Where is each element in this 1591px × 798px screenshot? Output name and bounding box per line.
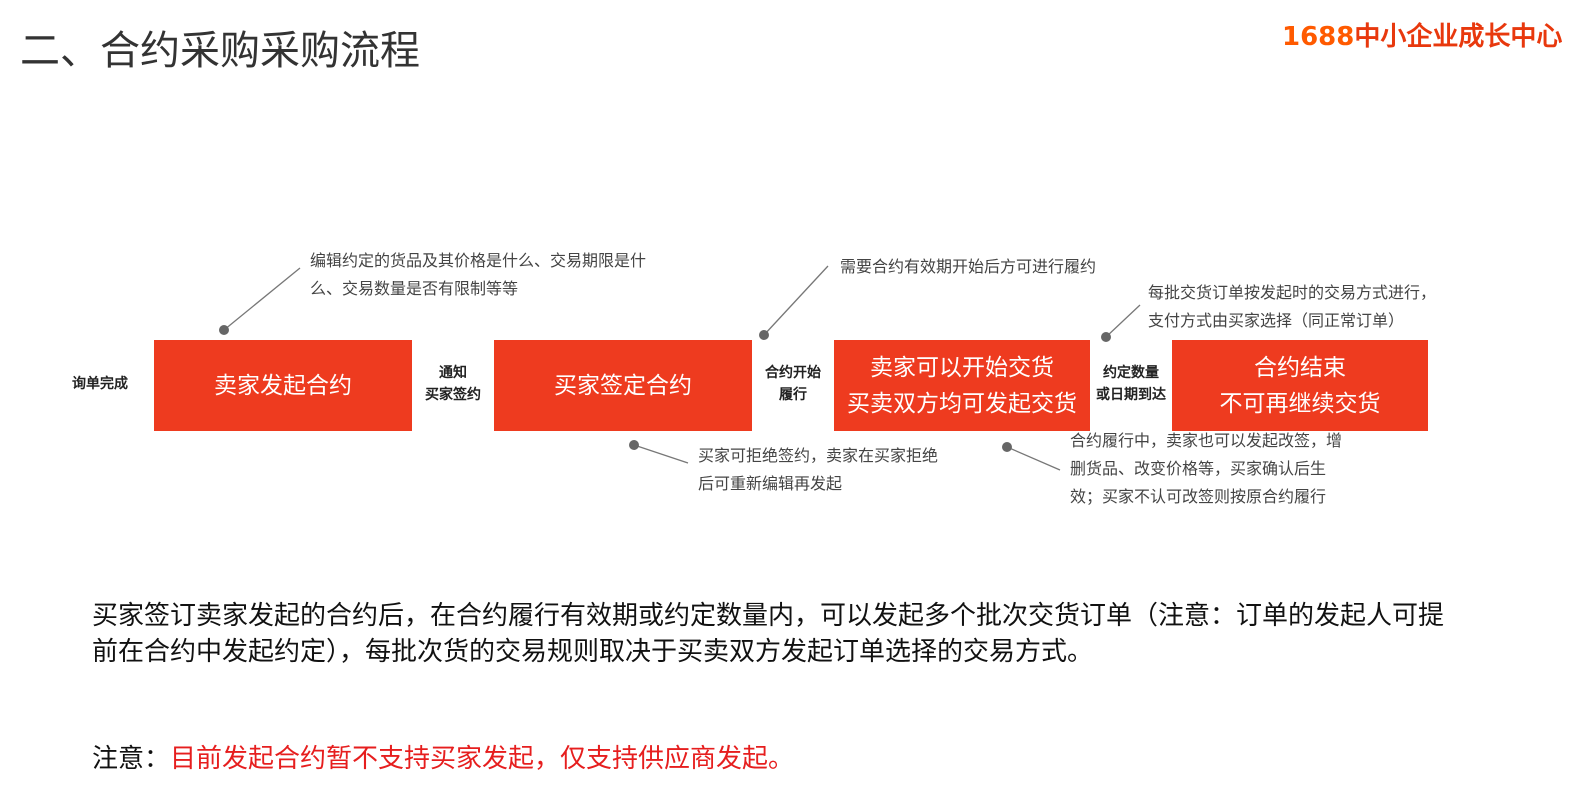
annotation-buyer-reject: 买家可拒绝签约，卖家在买家拒绝 后可重新编辑再发起 (698, 442, 938, 498)
step-seller-initiates-contract: 卖家发起合约 (154, 340, 412, 431)
annotation-validity-start: 需要合约有效期开始后方可进行履约 (840, 253, 1096, 281)
anchor-dot (1101, 332, 1111, 342)
annotation-edit-terms: 编辑约定的货品及其价格是什么、交易期限是什 么、交易数量是否有限制等等 (310, 247, 646, 303)
anchor-dot (629, 440, 639, 450)
transition-line-2: 买家签约 (425, 387, 481, 403)
transition-notify-buyer: 通知 买家签约 (412, 362, 494, 406)
step-label: 卖家发起合约 (214, 372, 352, 399)
annotation-line: 支付方式由买家选择（同正常订单） (1148, 311, 1405, 330)
step-label-line-1: 卖家可以开始交货 (870, 354, 1054, 381)
description-paragraph: 买家签订卖家发起的合约后，在合约履行有效期或约定数量内，可以发起多个批次交货订单… (92, 601, 1445, 667)
notice-label: 注意： (92, 744, 171, 774)
annotation-batch-orders: 每批交货订单按发起时的交易方式进行， 支付方式由买家选择（同正常订单） (1148, 279, 1436, 335)
annotation-line: 删货品、改变价格等，买家确认后生 (1070, 459, 1327, 478)
annotation-line: 买家可拒绝签约，卖家在买家拒绝 (698, 446, 939, 465)
transition-line-2: 履行 (779, 387, 807, 403)
step-label: 买家签定合约 (554, 372, 692, 399)
step-buyer-signs-contract: 买家签定合约 (494, 340, 752, 431)
annotation-amendment: 合约履行中，卖家也可以发起改签，增 删货品、改变价格等，买家确认后生 效；买家不… (1070, 427, 1342, 511)
page-title: 二、合约采购采购流程 (20, 28, 420, 74)
step-label-line-1: 合约结束 (1254, 354, 1346, 381)
transition-line-1: 合约开始 (765, 365, 821, 381)
anchor-dot (759, 330, 769, 340)
step-label-line-2: 买卖双方均可发起交货 (847, 390, 1077, 417)
flow-start-label: 询单完成 (72, 376, 128, 392)
transition-line-1: 约定数量 (1103, 365, 1159, 381)
annotation-line: 效；买家不认可改签则按原合约履行 (1070, 487, 1327, 506)
anchor-dot (1002, 442, 1012, 452)
transition-quantity-or-date-reached: 约定数量 或日期到达 (1090, 362, 1172, 406)
annotation-line: 合约履行中，卖家也可以发起改签，增 (1070, 431, 1343, 450)
notice: 注意：目前发起合约暂不支持买家发起，仅支持供应商发起。 (92, 741, 794, 777)
annotation-line: 每批交货订单按发起时的交易方式进行， (1148, 283, 1437, 302)
transition-line-1: 通知 (439, 365, 467, 381)
step-contract-ends: 合约结束 不可再继续交货 (1172, 340, 1428, 431)
notice-text: 目前发起合约暂不支持买家发起，仅支持供应商发起。 (170, 744, 795, 774)
step-delivery-begins: 卖家可以开始交货 买卖双方均可发起交货 (834, 340, 1090, 431)
step-label-line-2: 不可再继续交货 (1219, 390, 1381, 417)
annotation-line: 需要合约有效期开始后方可进行履约 (840, 257, 1097, 276)
transition-line-2: 或日期到达 (1096, 387, 1166, 403)
anchor-dot (219, 325, 229, 335)
logo-text: 中小企业成长中心 (1354, 22, 1563, 52)
annotation-line: 编辑约定的货品及其价格是什么、交易期限是什 (310, 251, 647, 270)
transition-contract-starts: 合约开始 履行 (752, 362, 834, 406)
annotation-line: 后可重新编辑再发起 (698, 474, 843, 493)
logo-number: 1688 (1282, 22, 1355, 52)
annotation-line: 么、交易数量是否有限制等等 (310, 279, 519, 298)
brand-logo: 1688中小企业成长中心 (1282, 16, 1562, 53)
